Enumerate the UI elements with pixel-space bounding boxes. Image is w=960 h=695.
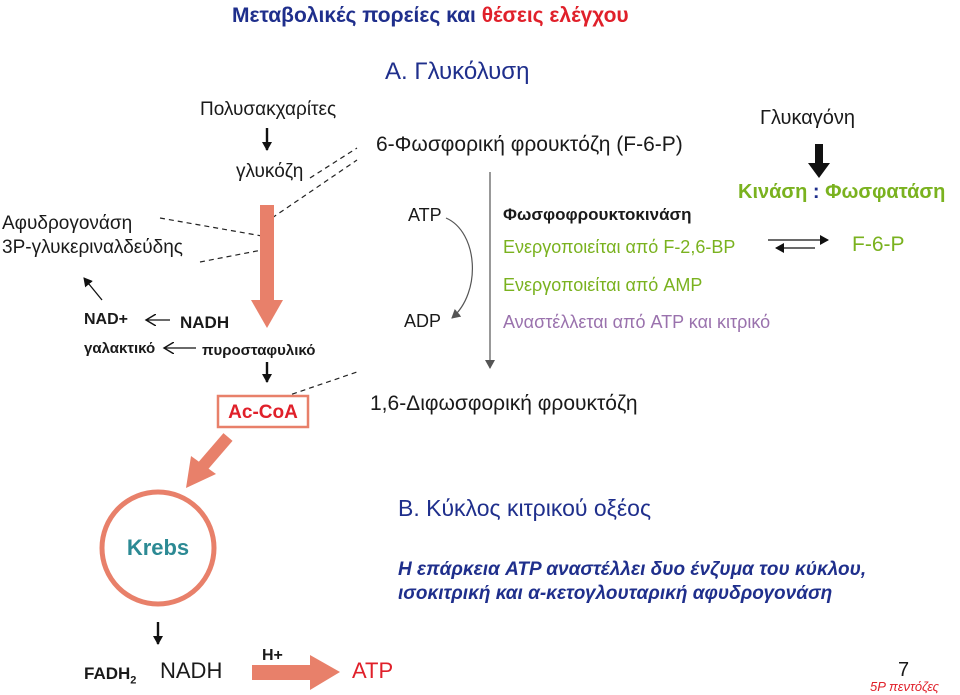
krebs-cycle-circle — [99, 489, 217, 607]
zoom-line-top — [309, 147, 358, 179]
activator-f26bp: Ενεργοποιείται από F-2,6-BP — [503, 237, 736, 257]
kinase-phosphatase-label: Κινάση : Φωσφατάση — [738, 182, 945, 202]
atp-synthesis-arrow — [252, 655, 340, 690]
krebs-atp-label: ATP — [352, 658, 394, 683]
glucagon-arrow — [808, 144, 830, 178]
title-part2: θέσεις ελέγχου — [481, 4, 629, 27]
dehydrogenase-dash-2 — [199, 249, 263, 263]
f6p-full-label: 6-Φωσφορική φρουκτόζη (F-6-P) — [376, 133, 683, 156]
atp-adp-curve — [445, 217, 473, 319]
krebs-note-line2: ισοκιτρική και α-κετογλουταρική αφυδρογο… — [398, 583, 833, 604]
fadh2-main: FADH — [84, 664, 131, 683]
polysaccharides-label: Πολυσακχαρίτες — [200, 99, 337, 120]
krebs-heading: Β. Κύκλος κιτρικού οξέος — [398, 495, 652, 521]
accoa-label: Ac-CoA — [228, 402, 298, 423]
dehydrogenase-label-2: 3Ρ-γλυκεριναλδεύδης — [2, 237, 183, 258]
kinase-label: Κινάση — [738, 181, 808, 203]
zoom-line-mid — [271, 159, 358, 219]
krebs-label: Krebs — [126, 535, 190, 560]
nad-plus-label: NAD+ — [84, 311, 129, 328]
kinase-phosphatase-colon: : — [812, 181, 820, 203]
glycolysis-main-arrow — [251, 205, 283, 328]
activator-amp: Ενεργοποιείται από AMP — [503, 275, 703, 295]
page-title: Μεταβολικές πορείες και θέσεις ελέγχου — [232, 5, 629, 26]
dehydrogenase-label-1: Αφυδρογονάση — [2, 213, 133, 234]
pfk-enzyme-label: Φωσφοφρουκτοκινάση — [503, 205, 692, 224]
krebs-note-line1: Η επάρκεια ATP αναστέλλει δυο ένζυμα του… — [398, 559, 867, 580]
lactate-label: γαλακτικό — [84, 340, 156, 357]
h-plus-label: H+ — [262, 647, 283, 664]
dehydrogenase-dash-1 — [159, 217, 263, 237]
inhibitor-atp-citrate: Αναστέλλεται από ATP και κιτρικό — [503, 312, 771, 332]
pfk-adp-label: ADP — [404, 311, 442, 331]
nadh-label: NADH — [180, 313, 230, 332]
fadh2-subscript: 2 — [130, 674, 137, 687]
fadh2-label: FADH2 — [84, 665, 136, 686]
f6p-short-label: F-6-P — [852, 233, 905, 256]
accoa-krebs-arrow — [186, 433, 233, 488]
phosphatase-label: Φωσφατάση — [825, 181, 946, 203]
page-number: 7 — [898, 659, 910, 681]
pyruvate-label: πυροσταφυλικό — [202, 342, 316, 359]
accoa-box — [216, 394, 310, 429]
krebs-nadh-label: NADH — [160, 658, 223, 683]
zoom-line-bottom — [274, 371, 358, 401]
glucagon-label: Γλυκαγόνη — [760, 107, 856, 129]
footer-note: 5P πεντόζες — [870, 679, 939, 694]
pfk-atp-label: ATP — [408, 205, 442, 225]
glucose-label: γλυκόζη — [236, 161, 304, 182]
title-part1: Μεταβολικές πορείες και — [232, 4, 482, 27]
glycolysis-heading: Α. Γλυκόλυση — [385, 58, 530, 85]
f16bp-label: 1,6-Διφωσφορική φρουκτόζη — [370, 392, 638, 415]
arrow-nad-dehydrogenase — [83, 277, 103, 301]
